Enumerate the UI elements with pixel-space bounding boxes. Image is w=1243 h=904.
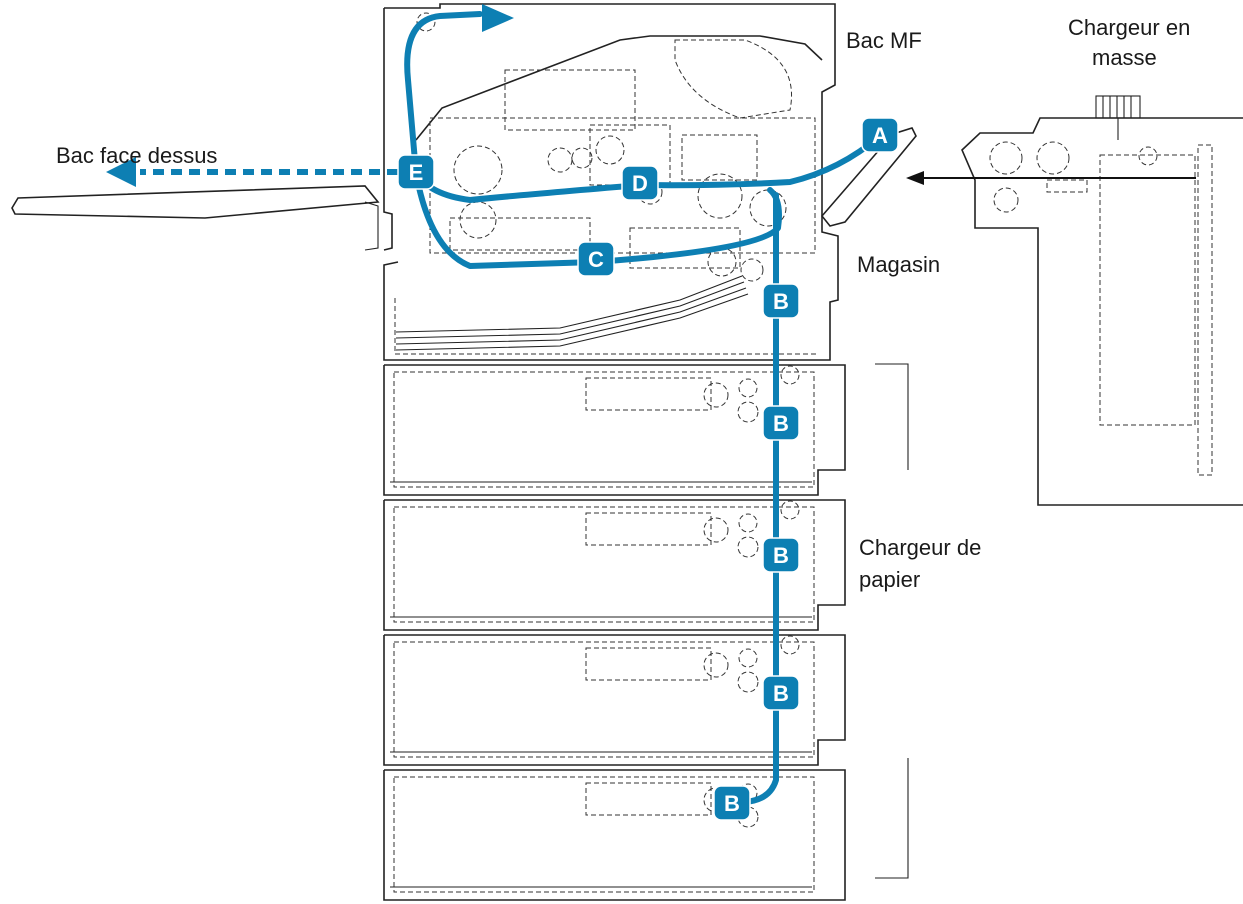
svg-text:B: B	[773, 289, 789, 314]
svg-text:E: E	[409, 160, 424, 185]
label-chargeur-papier-2: papier	[859, 567, 921, 592]
marker-b-magasin: B	[762, 283, 800, 319]
svg-text:A: A	[872, 123, 888, 148]
bulk-feeder	[906, 95, 1243, 506]
svg-text:B: B	[773, 681, 789, 706]
svg-text:D: D	[632, 171, 648, 196]
marker-b-feeder-4: B	[713, 785, 751, 821]
label-bac-face-dessus: Bac face dessus	[56, 143, 218, 168]
label-bac-mf: Bac MF	[846, 28, 922, 53]
label-magasin: Magasin	[857, 252, 941, 277]
path-markers: A D E C B B B	[397, 117, 899, 821]
brackets	[875, 363, 909, 879]
svg-text:B: B	[724, 791, 740, 816]
marker-a: A	[861, 117, 899, 153]
marker-c: C	[577, 241, 615, 277]
label-chargeur-masse-2: masse	[1092, 45, 1157, 70]
face-up-tray	[11, 185, 380, 251]
marker-b-feeder-3: B	[762, 675, 800, 711]
svg-text:B: B	[773, 411, 789, 436]
label-chargeur-masse-1: Chargeur en	[1068, 15, 1191, 40]
marker-e: E	[397, 154, 435, 190]
marker-d: D	[621, 165, 659, 201]
svg-text:C: C	[588, 247, 604, 272]
svg-text:B: B	[773, 543, 789, 568]
marker-b-feeder-2: B	[762, 537, 800, 573]
label-chargeur-papier-1: Chargeur de	[859, 535, 982, 560]
marker-b-feeder-1: B	[762, 405, 800, 441]
